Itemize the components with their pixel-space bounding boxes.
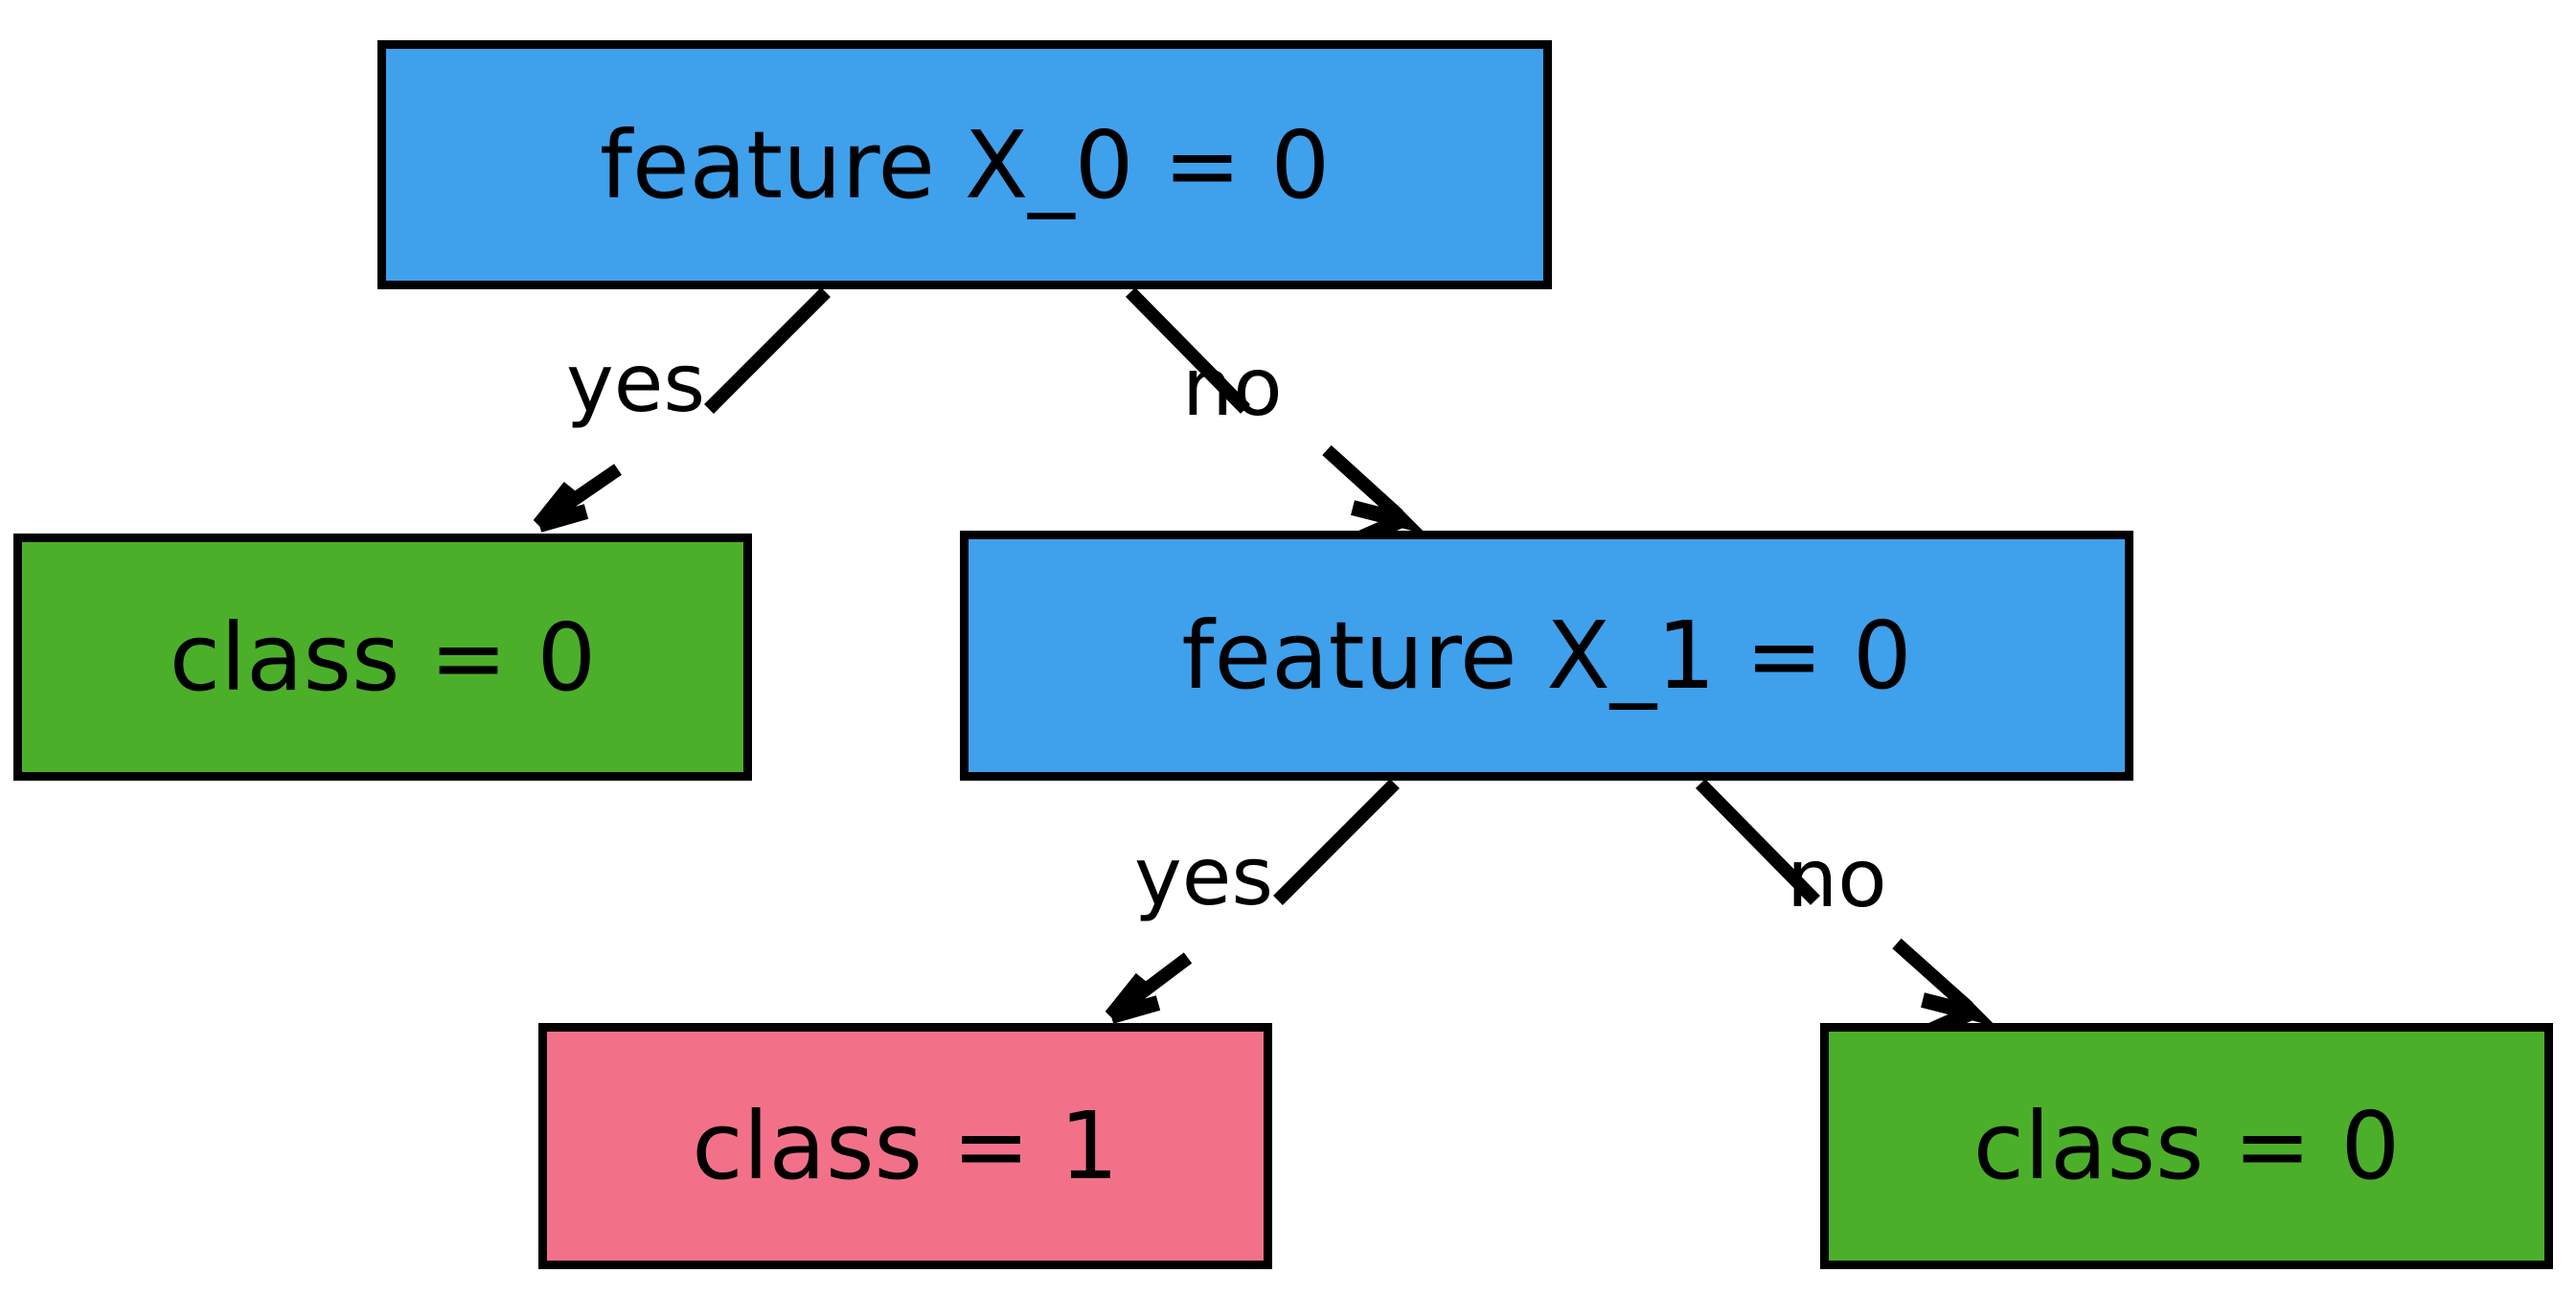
edge-root-yes xyxy=(533,287,831,533)
node-leaf-class-1[interactable]: class = 1 xyxy=(538,1023,1272,1269)
edge-label-split2-no: no xyxy=(1787,831,1887,925)
node-leaf-class-0-left-label: class = 0 xyxy=(169,603,597,712)
edge-label-root-yes: yes xyxy=(566,336,706,430)
node-leaf-class-0-right[interactable]: class = 0 xyxy=(1820,1023,2553,1269)
node-split-2-decision[interactable]: feature X_1 = 0 xyxy=(960,531,2133,781)
edge-label-split2-yes: yes xyxy=(1134,830,1274,923)
edge-label-root-no: no xyxy=(1182,340,1283,434)
node-split-2-label: feature X_1 = 0 xyxy=(1181,602,1912,710)
node-leaf-class-0-right-label: class = 0 xyxy=(1972,1092,2401,1200)
node-root-decision[interactable]: feature X_0 = 0 xyxy=(377,40,1552,289)
edge-split2-yes xyxy=(1105,779,1400,1024)
node-root-label: feature X_0 = 0 xyxy=(599,110,1331,219)
edge-split2-no xyxy=(1696,779,1997,1038)
node-leaf-class-0-left[interactable]: class = 0 xyxy=(13,534,752,781)
node-leaf-class-1-label: class = 1 xyxy=(692,1092,1119,1200)
